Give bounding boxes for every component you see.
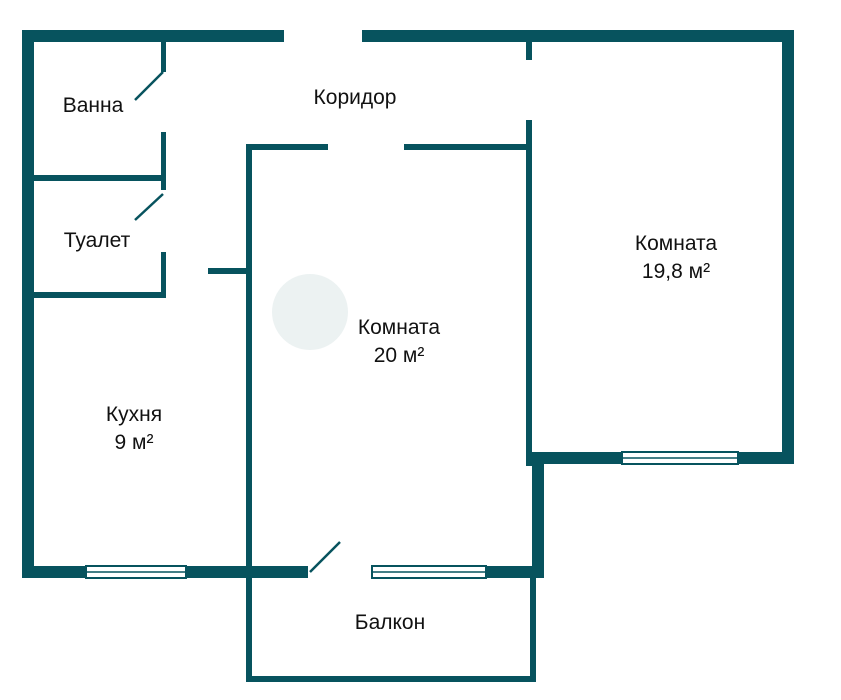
wall-stub	[208, 268, 250, 274]
watermark-logo	[272, 274, 348, 350]
label-corridor: Коридор	[314, 86, 397, 109]
window-kitchen	[85, 565, 187, 579]
wall-right	[782, 30, 794, 464]
outer-walls	[22, 30, 794, 578]
door-toilet	[134, 193, 164, 221]
interior-walls	[34, 42, 536, 682]
label-room-center-area: 20 м²	[374, 344, 425, 367]
window-right-room	[621, 451, 739, 465]
wall-bath-right-bottom	[161, 132, 166, 190]
wall-left	[22, 30, 34, 578]
window-center-room	[371, 565, 487, 579]
label-toilet: Туалет	[64, 229, 131, 252]
label-bath: Ванна	[63, 94, 124, 117]
door-bath	[134, 71, 164, 101]
wall-balcony-bottom	[246, 676, 536, 682]
wall-balcony-right	[530, 578, 536, 682]
wall-toilet-kitchen	[34, 292, 166, 298]
wall-bath-right-top	[161, 42, 166, 72]
label-room-center-name: Комната	[358, 316, 441, 339]
windows	[85, 451, 739, 579]
wall-step-vertical	[532, 452, 544, 578]
wall-bath-toilet	[34, 175, 166, 181]
wall-center-top-left	[246, 144, 328, 150]
wall-center-right	[526, 120, 532, 466]
door-balcony	[309, 541, 341, 573]
wall-balcony-left	[246, 578, 252, 682]
wall-bottom-right	[486, 566, 544, 578]
label-kitchen-name: Кухня	[106, 403, 162, 426]
doors	[134, 71, 341, 573]
wall-top-left	[22, 30, 284, 42]
wall-corridor-right-top	[526, 42, 532, 60]
label-kitchen-area: 9 м²	[115, 431, 154, 454]
wall-center-top-right	[404, 144, 532, 150]
wall-center-left	[246, 144, 252, 578]
wall-toilet-right-bottom	[161, 252, 166, 298]
label-balcony: Балкон	[355, 611, 425, 634]
wall-top-right	[362, 30, 794, 42]
label-room-right-area: 19,8 м²	[642, 260, 710, 283]
label-room-right-name: Комната	[635, 232, 718, 255]
